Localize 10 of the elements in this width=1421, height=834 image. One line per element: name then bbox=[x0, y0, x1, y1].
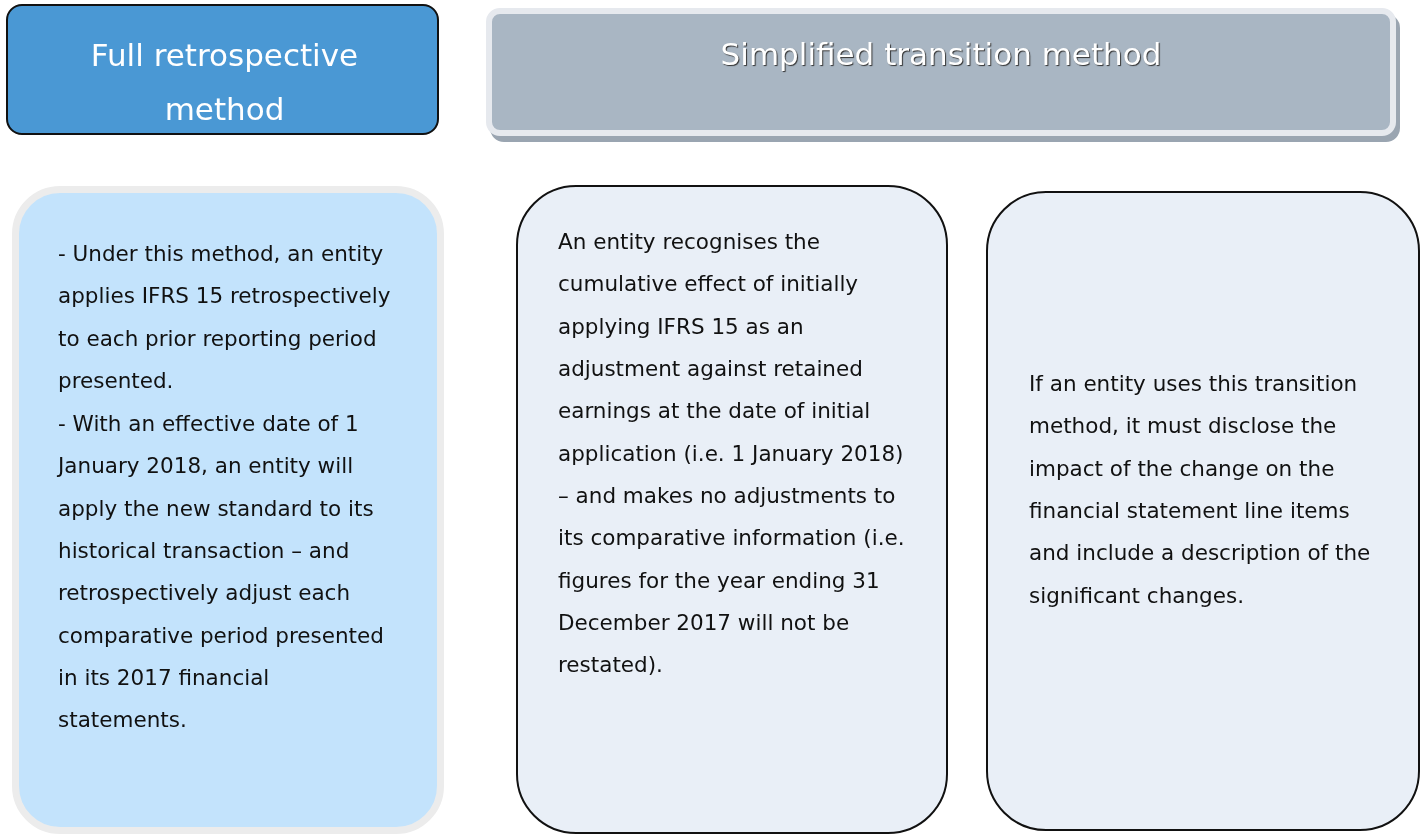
header-title: Simplified transition method bbox=[719, 36, 1163, 74]
paragraph: - With an effective date of 1 January 2018, an entity will apply the new standard to its historical transaction – and retrospectively adjust each comparative period presented in its 2017 financial statements. bbox=[58, 410, 385, 735]
header-title: Full retrospective method bbox=[89, 36, 360, 130]
paragraph: - Under this method, an entity applies IFRS 15 retrospectively to each prior reporting period presented. bbox=[58, 240, 392, 396]
header-box bbox=[6, 4, 439, 135]
paragraph: If an entity uses this transition method, it must disclose the impact of the change on the financial statement line items and include a description of the significant changes. bbox=[1029, 370, 1372, 610]
text-card bbox=[986, 191, 1420, 831]
paragraph: An entity recognises the cumulative effect of initially applying IFRS 15 as an adjustment against retained earnings at the date of initial application (i.e. 1 January 2018) – and makes no adjustments to its comparative information (i.e. figures for the year ending 31 December 2017 will not be restated). bbox=[558, 228, 906, 680]
text-card bbox=[516, 185, 948, 834]
text-card bbox=[12, 186, 444, 834]
